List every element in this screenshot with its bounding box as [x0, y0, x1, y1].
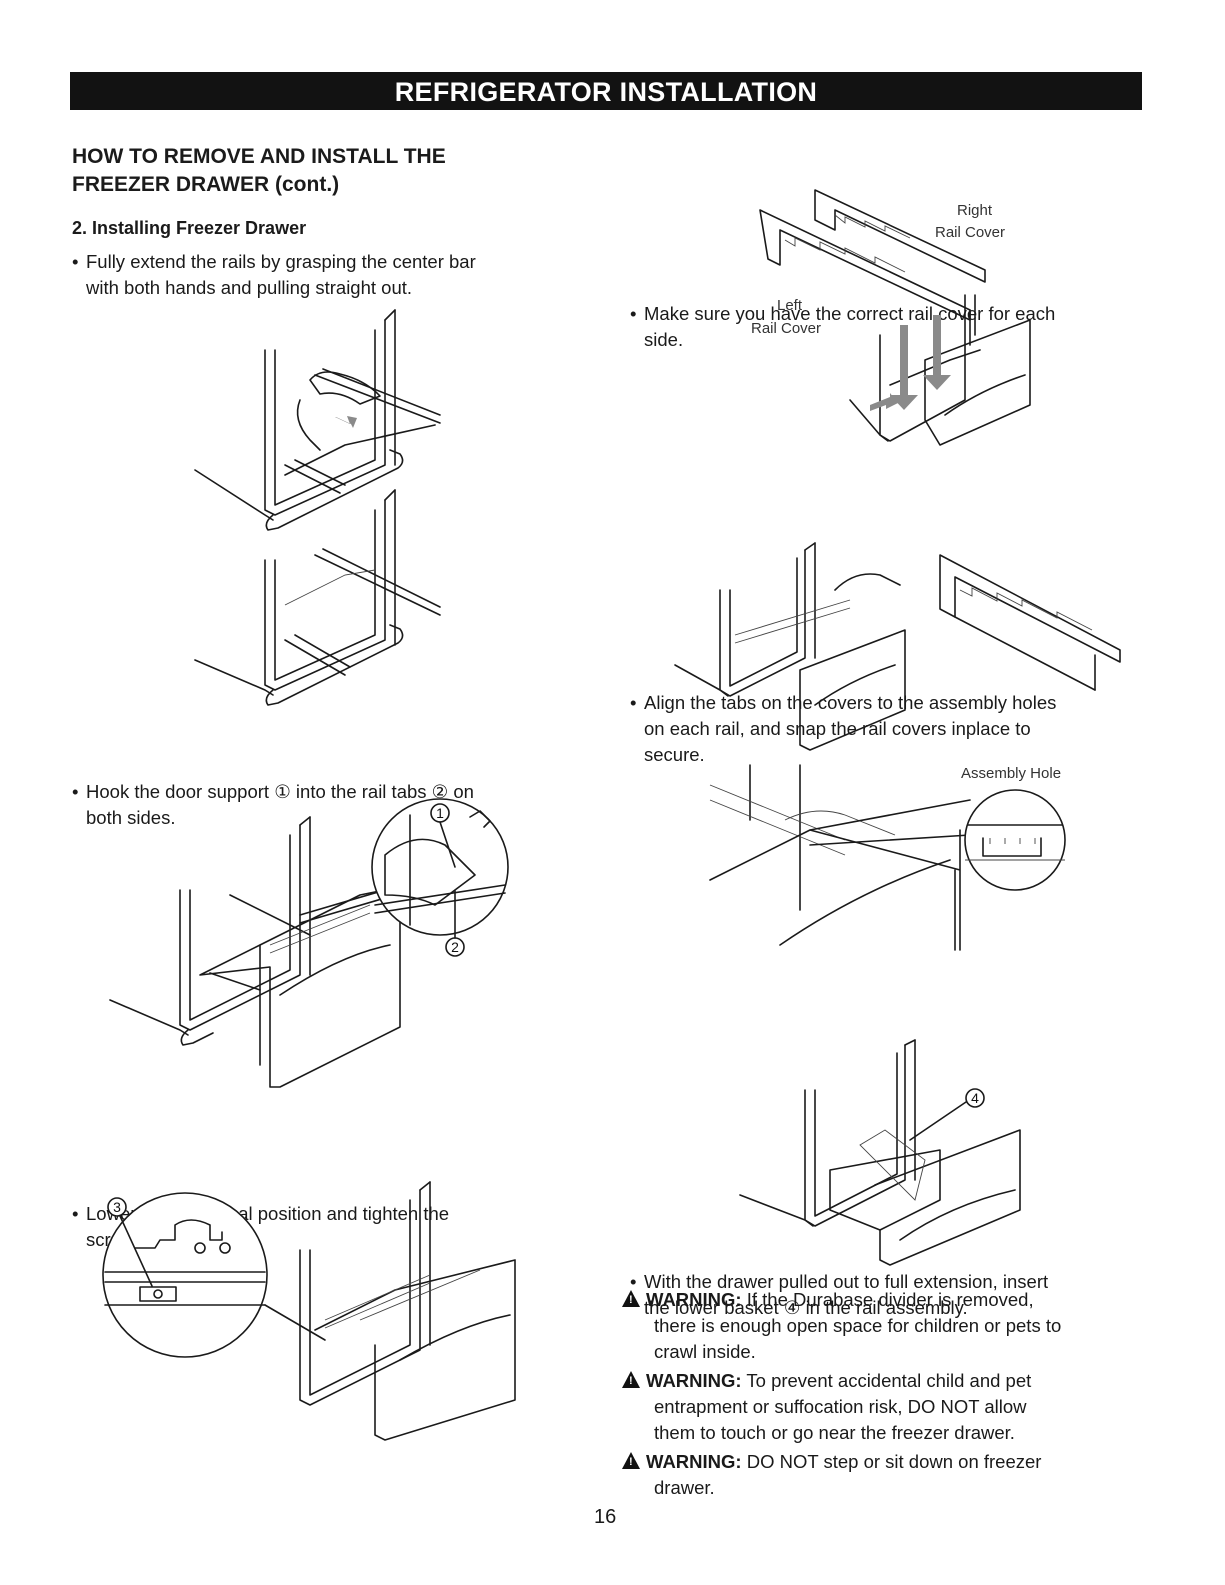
step-extend-rails: Fully extend the rails by grasping the c…: [72, 249, 586, 301]
right-rail-cover-label-line1: Right: [957, 202, 993, 219]
warning-icon: [622, 1371, 640, 1388]
warning-text-line2: drawer.: [654, 1477, 715, 1498]
warning-text-line2: entrapment or suffocation risk, DO NOT a…: [654, 1396, 1027, 1417]
subsection-title: 2. Installing Freezer Drawer: [72, 218, 307, 238]
illustration-tighten-screws: 3: [102, 1181, 516, 1441]
warning-icon: [622, 1290, 640, 1307]
warning-text-line3: crawl inside.: [654, 1341, 756, 1362]
section-title: HOW TO REMOVE AND INSTALL THE FREEZER DR…: [72, 143, 446, 199]
illustration-insert-basket: 4: [739, 1039, 1021, 1266]
callout-3-label: 3: [113, 1199, 121, 1215]
step-correct-rail-cover-line1: Make sure you have the correct rail cove…: [644, 303, 1056, 324]
warning-text-line1: DO NOT step or sit down on freezer: [741, 1451, 1042, 1472]
step-align-tabs-line1: Align the tabs on the covers to the asse…: [644, 692, 1057, 713]
warning-label: WARNING:: [646, 1289, 742, 1310]
illustration-align-tabs: [674, 542, 1121, 751]
step-align-tabs-line2: on each rail, and snap the rail covers i…: [644, 718, 1031, 739]
step-hook-door-support-line2: both sides.: [86, 807, 176, 828]
section-banner: REFRIGERATOR INSTALLATION: [70, 72, 1142, 110]
callout-1-label: 1: [436, 805, 444, 821]
left-rail-cover-label-line2: Rail Cover: [751, 320, 821, 337]
step-extend-rails-line2: with both hands and pulling straight out…: [86, 277, 413, 298]
page-number: 16: [594, 1506, 617, 1528]
step-correct-rail-cover: Make sure you have the correct rail cove…: [630, 301, 1164, 353]
step-insert-basket-line2: the lower basket ④ in the rail assembly.: [644, 1297, 968, 1318]
warning-text-line1: If the Durabase divider is removed,: [741, 1289, 1034, 1310]
step-insert-basket-line1: With the drawer pulled out to full exten…: [644, 1271, 1049, 1292]
callout-2-label: 2: [451, 939, 459, 955]
step-align-tabs-line3: secure.: [644, 744, 705, 765]
warning-text-line1: To prevent accidental child and pet: [741, 1370, 1032, 1391]
illustration-assembly-hole: Assembly Hole: [709, 764, 1066, 951]
assembly-hole-label: Assembly Hole: [961, 765, 1061, 782]
warning-text-line3: them to touch or go near the freezer dra…: [654, 1422, 1015, 1443]
warning-durabase-divider-line1: WARNING: If the Durabase divider is remo…: [622, 1287, 1152, 1313]
warning-step-sit: WARNING: DO NOT step or sit down on free…: [622, 1449, 1152, 1501]
warning-durabase-divider: WARNING: If the Durabase divider is remo…: [622, 1287, 1152, 1365]
step-align-tabs: Align the tabs on the covers to the asse…: [630, 690, 1164, 768]
warning-entrapment: WARNING: To prevent accidental child and…: [622, 1368, 1152, 1446]
section-title-line1: HOW TO REMOVE AND INSTALL THE: [72, 145, 446, 168]
warning-text-line2: there is enough open space for children …: [654, 1315, 1062, 1336]
warning-icon: [622, 1452, 640, 1469]
illustration-rail-covers: Right Rail Cover Left Rail Cover: [751, 189, 1031, 446]
step-correct-rail-cover-line2: side.: [644, 329, 684, 350]
step-insert-basket: With the drawer pulled out to full exten…: [630, 1269, 1164, 1321]
warning-step-sit-line1: WARNING: DO NOT step or sit down on free…: [622, 1449, 1152, 1475]
warning-entrapment-line1: WARNING: To prevent accidental child and…: [622, 1368, 1152, 1394]
step-extend-rails-line1: Fully extend the rails by grasping the c…: [86, 251, 476, 272]
callout-4-label: 4: [971, 1090, 979, 1106]
warning-label: WARNING:: [646, 1451, 742, 1472]
step-hook-door-support-line1: Hook the door support ① into the rail ta…: [86, 781, 474, 802]
right-rail-cover-label-line2: Rail Cover: [935, 224, 1005, 241]
section-title-line2: FREEZER DRAWER (cont.): [72, 173, 340, 196]
warning-label: WARNING:: [646, 1370, 742, 1391]
step-hook-door-support: Hook the door support ① into the rail ta…: [72, 779, 586, 831]
illustration-hook-door-support: 1 2: [109, 798, 509, 1088]
illustration-extend-rails: [194, 309, 441, 706]
left-rail-cover-label-line1: Left: [777, 297, 803, 314]
